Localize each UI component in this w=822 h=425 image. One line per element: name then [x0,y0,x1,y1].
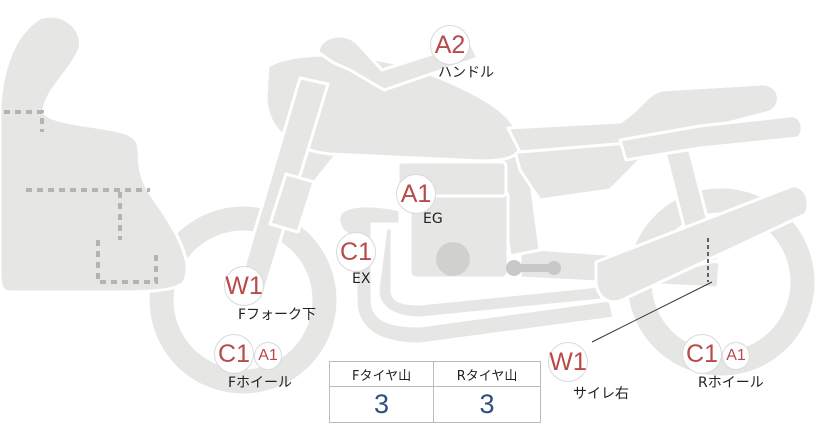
rear-wheel-mark-secondary: A1 [722,342,750,370]
front-tread-value: 3 [328,386,435,423]
handlebar [316,34,480,92]
gear-pedal [506,260,561,276]
fairing-dotted-line-4 [96,240,158,284]
exhaust-mark: C1 [336,232,376,272]
engine-oil-window [436,242,470,276]
handle-mark: A2 [430,25,470,65]
front-wheel-mark: C1 [214,334,254,374]
engine-label: EG [423,211,443,227]
engine-mark: A1 [396,174,436,214]
handle-label: ハンドル [438,65,494,81]
seat [506,82,780,154]
rear-tread-header: Rタイヤ山 [433,361,541,387]
front-fork-label: Fフォーク下 [238,307,317,323]
tire-tread-table: Fタイヤ山 Rタイヤ山 3 3 [328,361,541,423]
front-wheel [146,203,340,397]
front-tread-header: Fタイヤ山 [328,361,435,387]
muffler-leader-line [591,281,713,343]
front-wheel-label: Fホイール [228,375,293,391]
rear-tread-value: 3 [433,386,541,423]
front-wheel-mark-secondary: A1 [254,342,282,370]
rear-wheel-mark: C1 [682,334,722,374]
front-fairing [0,14,189,294]
fork-boot [268,172,316,234]
exhaust-label: EX [352,271,371,287]
fairing-dotted-line [4,110,44,132]
tail-cowl [618,114,804,162]
rear-wheel-label: Rホイール [698,375,764,391]
front-fork-mark: W1 [224,266,264,306]
muffler-mark: W1 [548,342,588,382]
muffler-label: サイレ右 [573,386,629,402]
muffler [594,184,810,304]
